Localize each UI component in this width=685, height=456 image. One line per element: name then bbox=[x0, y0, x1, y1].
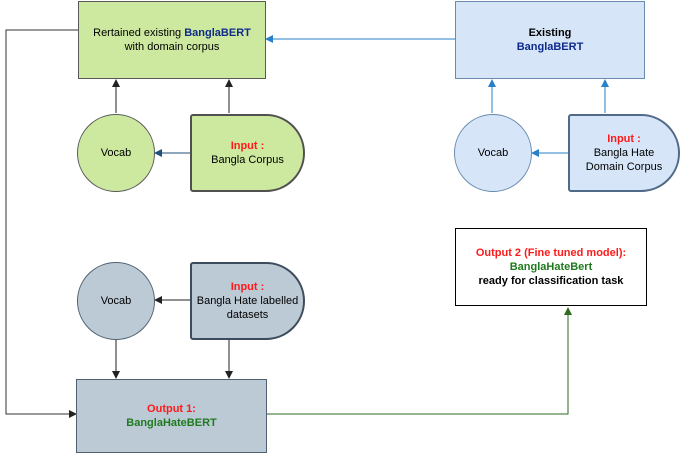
input-gray-label: Bangla Hate labelled datasets bbox=[196, 294, 299, 322]
output1-line1: Output 1: bbox=[147, 402, 196, 415]
vocab-green-circle: Vocab bbox=[77, 114, 155, 192]
edge-retrained-to-output1 bbox=[5, 29, 78, 418]
retrained-text-a: Rertained existing bbox=[93, 26, 185, 39]
retrained-banglabert-box: Rertained existing BanglaBERT with domai… bbox=[78, 1, 266, 79]
vocab-blue-label: Vocab bbox=[477, 146, 509, 159]
input-bangla-corpus: Input : Bangla Corpus bbox=[190, 114, 305, 192]
output2-line3: ready for classification task bbox=[478, 275, 624, 288]
input-blue-prefix: Input : bbox=[607, 132, 641, 145]
input-green-prefix: Input : bbox=[230, 139, 265, 152]
input-gray-prefix: Input : bbox=[230, 280, 265, 293]
vocab-blue-circle: Vocab bbox=[454, 114, 532, 192]
output1-line2: BanglaHateBERT bbox=[126, 417, 217, 429]
output2-line2: BanglaHateBert bbox=[509, 260, 593, 273]
output2-box: Output 2 (Fine tuned model): BanglaHateB… bbox=[455, 228, 647, 306]
vocab-gray-circle: Vocab bbox=[77, 262, 155, 340]
retrained-text-model: BanglaBERT bbox=[184, 26, 251, 39]
vocab-green-label: Vocab bbox=[100, 146, 132, 159]
input-green-label: Bangla Corpus bbox=[211, 154, 284, 166]
vocab-gray-label: Vocab bbox=[100, 294, 132, 307]
existing-line1: Existing bbox=[528, 26, 572, 39]
edge-output1-to-output2 bbox=[267, 307, 572, 415]
existing-banglabert-box: Existing BanglaBERT bbox=[455, 1, 645, 79]
output1-box: Output 1: BanglaHateBERT bbox=[76, 379, 267, 453]
input-bangla-hate-domain-corpus: Input : Bangla Hate Domain Corpus bbox=[568, 114, 680, 192]
existing-line2: BanglaBERT bbox=[516, 41, 584, 53]
output2-line1: Output 2 (Fine tuned model): bbox=[475, 246, 627, 259]
retrained-text-c: with domain corpus bbox=[124, 41, 220, 53]
input-blue-label: Bangla Hate Domain Corpus bbox=[585, 146, 663, 174]
input-bangla-hate-labelled-datasets: Input : Bangla Hate labelled datasets bbox=[190, 262, 305, 340]
